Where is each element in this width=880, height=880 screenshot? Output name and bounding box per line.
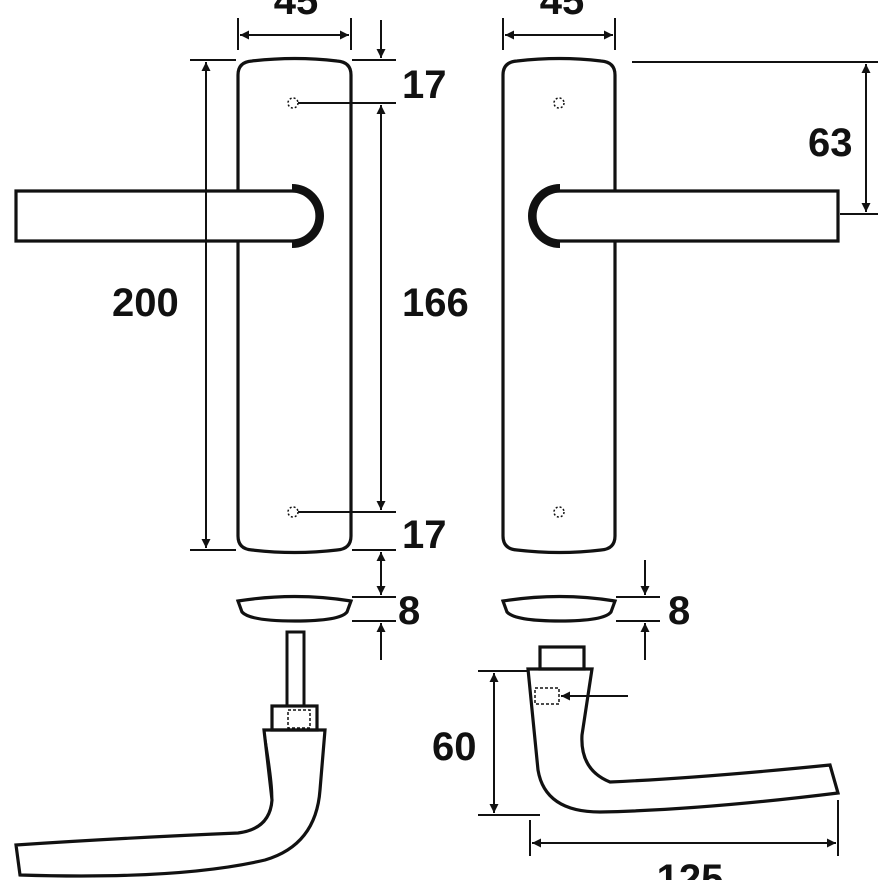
right-lever-rose-shadow (528, 184, 560, 248)
right-lever-arm (533, 189, 840, 243)
label-hole-spacing: 166 (402, 281, 469, 325)
left-lever-profile (14, 728, 327, 878)
label-right-width: 45 (540, 0, 585, 23)
left-bottom-screw-hole (287, 506, 299, 518)
right-spindle-dashed (534, 687, 560, 705)
left-handle-view (14, 56, 354, 878)
dimension-lines (190, 18, 878, 856)
left-lever-arm (14, 189, 319, 243)
right-collar (538, 645, 586, 671)
right-lever-profile (526, 667, 841, 814)
right-handle-view (500, 56, 841, 814)
left-top-screw-hole (287, 97, 299, 109)
label-lever-length: 125 (657, 857, 724, 880)
label-handle-height: 63 (808, 121, 853, 165)
label-plate-height: 200 (112, 281, 179, 325)
left-backplate (236, 56, 353, 555)
dimension-labels: 45 45 17 166 17 200 63 8 8 60 125 (112, 0, 853, 880)
left-rose-disk (235, 594, 354, 623)
label-top-17: 17 (402, 63, 447, 107)
left-spindle (285, 630, 306, 708)
label-bottom-17: 17 (402, 513, 447, 557)
right-top-screw-hole (553, 97, 565, 109)
right-backplate (501, 56, 617, 555)
right-bottom-screw-hole (553, 506, 565, 518)
left-lever-rose-shadow (292, 184, 324, 248)
right-rose-disk (500, 594, 618, 623)
left-collar-dashed (287, 709, 311, 729)
left-lever-profile-inner (263, 729, 274, 801)
label-lever-height: 60 (432, 725, 477, 769)
label-rose-right: 8 (668, 589, 690, 633)
label-left-width: 45 (274, 0, 319, 23)
label-rose-left: 8 (398, 589, 420, 633)
